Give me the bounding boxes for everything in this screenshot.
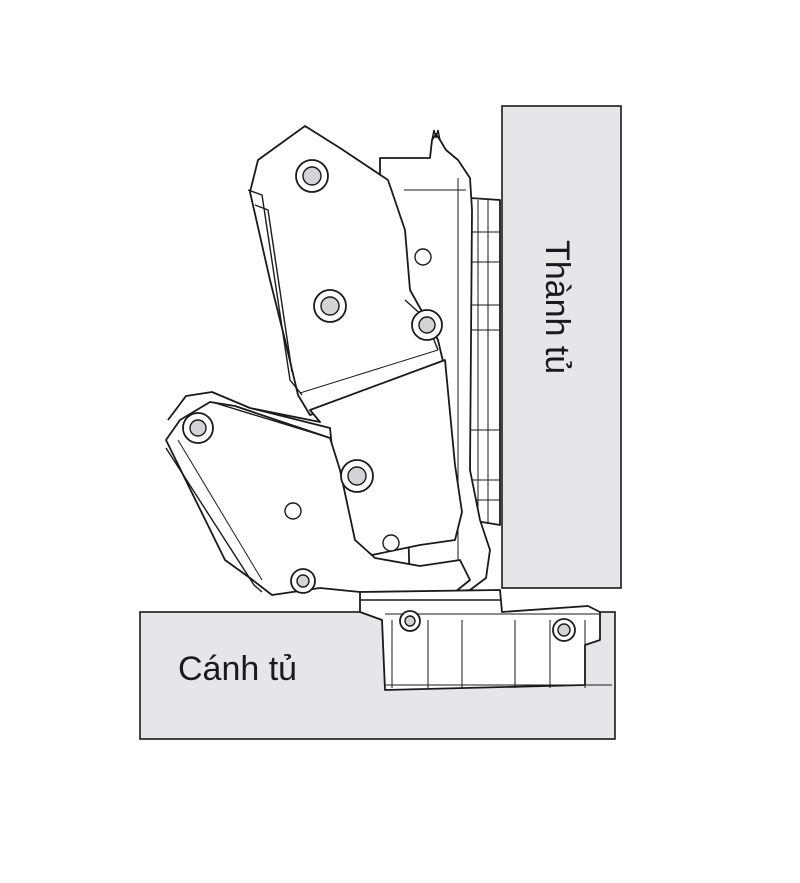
screw-8 xyxy=(552,618,576,642)
screw-1 xyxy=(295,159,329,193)
mounting-plate xyxy=(469,197,501,526)
pivot-pin-1 xyxy=(414,248,432,266)
cabinet-side-panel xyxy=(501,105,622,589)
lower-link xyxy=(165,359,471,596)
screw-3 xyxy=(411,309,443,341)
hinge-cup xyxy=(359,589,612,691)
screw-5 xyxy=(340,459,374,493)
pivot-pin-3 xyxy=(382,534,400,552)
screw-4 xyxy=(182,412,214,444)
pivot-pin-2 xyxy=(284,502,302,520)
cabinet-side-label: Thành tủ xyxy=(538,240,576,374)
door-label: Cánh tủ xyxy=(178,650,297,688)
screw-6 xyxy=(290,568,316,594)
screw-2 xyxy=(313,289,347,323)
screw-7 xyxy=(399,610,421,632)
